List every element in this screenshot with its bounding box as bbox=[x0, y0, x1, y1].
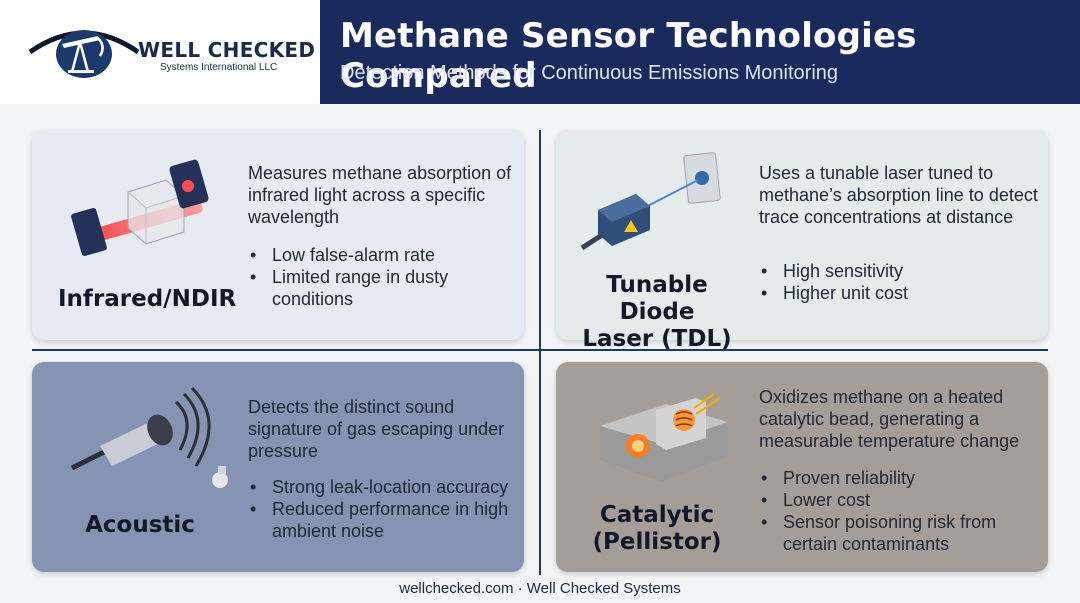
horizontal-divider bbox=[32, 349, 1048, 351]
laser-sensor-icon bbox=[580, 152, 721, 251]
label-line-1: Catalytic bbox=[599, 502, 715, 528]
card-acoustic: Acoustic Detects the distinct sound sign… bbox=[32, 362, 524, 572]
bullet-item: Low false-alarm rate bbox=[248, 244, 518, 266]
card-description: Uses a tunable laser tuned to methane’s … bbox=[759, 163, 1038, 227]
bullet-item: Higher unit cost bbox=[759, 282, 1041, 304]
header: WELL CHECKED Systems International LLC M… bbox=[0, 0, 1080, 104]
card-catalytic: Catalytic (Pellistor) Oxidizes methane o… bbox=[556, 362, 1048, 572]
card-label: Catalytic (Pellistor) bbox=[576, 502, 738, 556]
vertical-divider bbox=[539, 130, 541, 575]
card-description: Measures methane absorption of infrared … bbox=[248, 163, 512, 227]
card-description: Oxidizes methane on a heated catalytic b… bbox=[759, 387, 1020, 451]
bullet-item: Reduced performance in high ambient nois… bbox=[248, 498, 518, 542]
logo-subtitle: Systems International LLC bbox=[160, 62, 278, 73]
label-line-1: Tunable Diode bbox=[606, 272, 708, 325]
card-tunable-diode-laser: Tunable Diode Laser (TDL) Uses a tunable… bbox=[556, 130, 1048, 352]
bullet-list: Proven reliability Lower cost Sensor poi… bbox=[759, 467, 1041, 555]
bullet-list: High sensitivity Higher unit cost bbox=[759, 260, 1041, 304]
logo-title: WELL CHECKED bbox=[138, 38, 316, 62]
pumpjack-logo-icon bbox=[28, 30, 140, 78]
card-label: Tunable Diode Laser (TDL) bbox=[566, 272, 748, 353]
page-title: Methane Sensor Technologies Compared bbox=[340, 16, 917, 96]
bullet-item: Proven reliability bbox=[759, 467, 1041, 489]
card-label: Infrared/NDIR bbox=[58, 286, 237, 312]
card-description: Detects the distinct sound signature of … bbox=[248, 397, 505, 461]
bullet-list: Low false-alarm rate Limited range in du… bbox=[248, 244, 518, 310]
bullet-item: Lower cost bbox=[759, 489, 1041, 511]
logo: WELL CHECKED Systems International LLC bbox=[0, 0, 320, 104]
bullet-item: High sensitivity bbox=[759, 260, 1041, 282]
card-label: Acoustic bbox=[85, 512, 195, 538]
footer-credit: wellchecked.com · Well Checked Systems bbox=[399, 580, 681, 597]
label-line-2: Laser (TDL) bbox=[582, 326, 732, 352]
bullet-item: Sensor poisoning risk from certain conta… bbox=[759, 511, 1041, 555]
infrared-sensor-icon bbox=[71, 159, 209, 257]
bullet-item: Strong leak-location accuracy bbox=[248, 476, 518, 498]
title-band: Methane Sensor Technologies Compared Det… bbox=[320, 0, 1080, 104]
catalytic-bead-icon bbox=[600, 393, 728, 482]
card-infrared: Infrared/NDIR Measures methane absorptio… bbox=[32, 130, 524, 340]
label-line-2: (Pellistor) bbox=[592, 529, 722, 555]
page-subtitle: Detection Methods for Continuous Emissio… bbox=[340, 62, 839, 84]
acoustic-sensor-icon bbox=[70, 386, 228, 488]
bullet-list: Strong leak-location accuracy Reduced pe… bbox=[248, 476, 518, 542]
bullet-item: Limited range in dusty conditions bbox=[248, 266, 518, 310]
